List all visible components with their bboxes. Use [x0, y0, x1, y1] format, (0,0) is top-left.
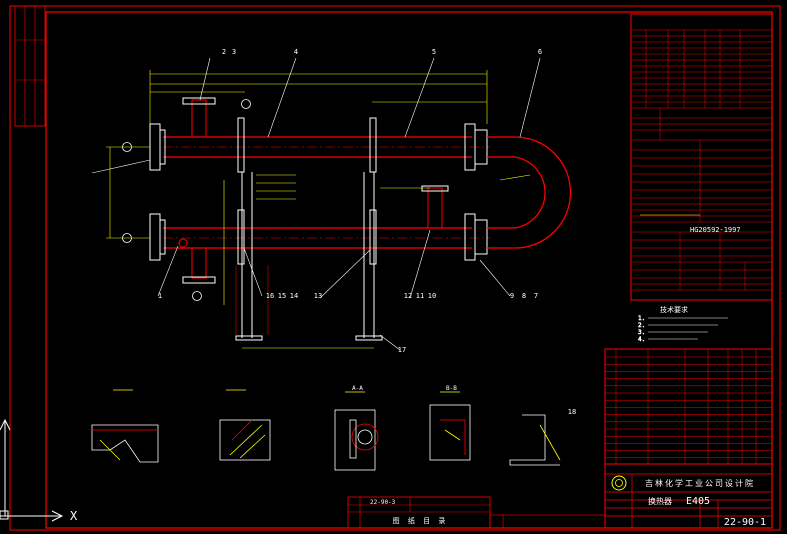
part-balloon-12: 12: [404, 292, 412, 300]
drawing-number: 22-90-1: [724, 517, 766, 528]
part-leaders: [91, 57, 541, 351]
note-item: 3.: [638, 329, 645, 336]
technical-notes: 技术要求 1.2.3.4. HG20592-1997: [638, 226, 741, 343]
design-data-table: [630, 13, 773, 301]
catalog-block: 22-90-3 图 纸 目 录: [347, 496, 606, 529]
ucs-x-label: X: [70, 509, 78, 523]
note-item: 2.: [638, 322, 645, 329]
parts-list-table: [604, 348, 773, 465]
equipment-number: E405: [686, 496, 710, 507]
part-balloon-10: 10: [428, 292, 436, 300]
ucs-icon: X: [0, 418, 78, 523]
part-balloon-11: 11: [416, 292, 424, 300]
standard-reference: HG20592-1997: [690, 226, 741, 234]
part-balloon-5: 5: [432, 48, 436, 56]
sheet-code: 22-90-3: [370, 499, 396, 506]
part-balloon-7: 7: [534, 292, 538, 300]
part-balloon-18: 18: [568, 408, 576, 416]
equipment-name: 换热器: [648, 496, 672, 506]
part-balloon-6: 6: [538, 48, 542, 56]
note-item: 4.: [638, 336, 645, 343]
dimension-lines: [106, 70, 531, 349]
section-label: B-B: [446, 385, 457, 392]
notes-header: 技术要求: [660, 305, 688, 314]
part-balloon-9: 9: [510, 292, 514, 300]
part-balloon-4: 4: [294, 48, 298, 56]
part-balloon-16: 16: [266, 292, 274, 300]
title-block: 吉林化学工业公司设计院 换热器 E405 22-90-1: [604, 463, 773, 529]
part-balloon-14: 14: [290, 292, 298, 300]
part-balloon-13: 13: [314, 292, 322, 300]
note-item: 1.: [638, 315, 645, 322]
part-balloon-15: 15: [278, 292, 286, 300]
part-balloon-8: 8: [522, 292, 526, 300]
part-balloon-2: 2: [222, 48, 226, 56]
heat-exchanger-main-view: [149, 97, 572, 341]
drawing-frame: [9, 5, 781, 531]
part-balloon-1: 1: [158, 292, 162, 300]
catalog-title: 图 纸 目 录: [393, 516, 448, 525]
design-institute-title: 吉林化学工业公司设计院: [645, 478, 755, 488]
part-balloon-17: 17: [398, 346, 406, 354]
detail-labels: A-A B-B: [352, 385, 457, 392]
detail-views: [91, 389, 561, 471]
section-label: A-A: [352, 385, 363, 392]
part-balloon-3: 3: [232, 48, 236, 56]
axis-markers: [122, 99, 251, 301]
